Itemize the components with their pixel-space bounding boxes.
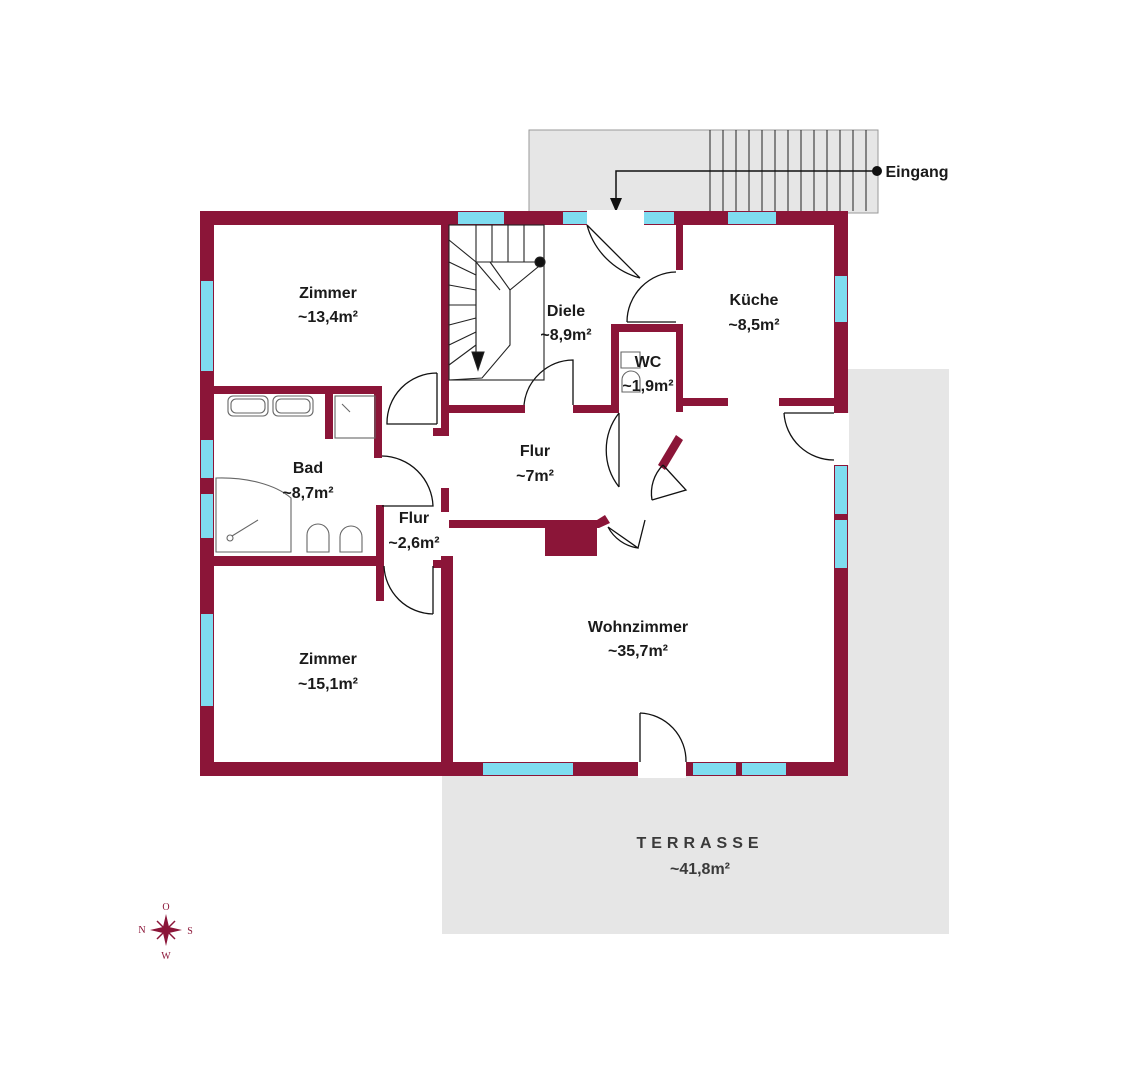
room-name-zimmer-bottom: Zimmer	[299, 651, 357, 668]
door-openings	[587, 210, 849, 778]
terrace-name: TERRASSE	[636, 835, 763, 852]
entrance-arrow	[610, 166, 882, 212]
compass-north-label: N	[138, 925, 145, 936]
interior-floor	[207, 218, 841, 769]
terrace-area-label: ~41,8m²	[670, 861, 730, 878]
compass-rose-icon	[150, 914, 182, 946]
room-area-diele: ~8,9m²	[540, 327, 591, 344]
room-name-wc: WC	[635, 354, 662, 371]
room-name-diele: Diele	[547, 303, 585, 320]
room-area-bad: ~8,7m²	[282, 485, 333, 502]
compass-south-label: S	[187, 926, 193, 937]
room-name-flur-main: Flur	[520, 443, 550, 460]
compass-bottom-label: W	[161, 951, 171, 962]
entrance-label: Eingang	[885, 164, 948, 181]
room-area-flur-main: ~7m²	[516, 468, 554, 485]
room-name-zimmer-top: Zimmer	[299, 285, 357, 302]
room-area-wc: ~1,9m²	[622, 378, 673, 395]
room-area-flur-small: ~2,6m²	[388, 535, 439, 552]
room-name-wohnzimmer: Wohnzimmer	[588, 619, 688, 636]
compass-top-label: O	[162, 902, 169, 913]
room-name-flur-small: Flur	[399, 510, 429, 527]
door-swings	[381, 224, 835, 763]
room-name-kueche: Küche	[730, 292, 779, 309]
room-area-zimmer-top: ~13,4m²	[298, 309, 358, 326]
room-area-kueche: ~8,5m²	[728, 317, 779, 334]
interior-walls	[214, 218, 834, 769]
bathroom-fixtures	[215, 351, 641, 553]
windows	[201, 212, 847, 775]
room-area-wohnzimmer: ~35,7m²	[608, 643, 668, 660]
room-name-bad: Bad	[293, 460, 323, 477]
room-area-zimmer-bottom: ~15,1m²	[298, 676, 358, 693]
stairs	[448, 224, 546, 381]
